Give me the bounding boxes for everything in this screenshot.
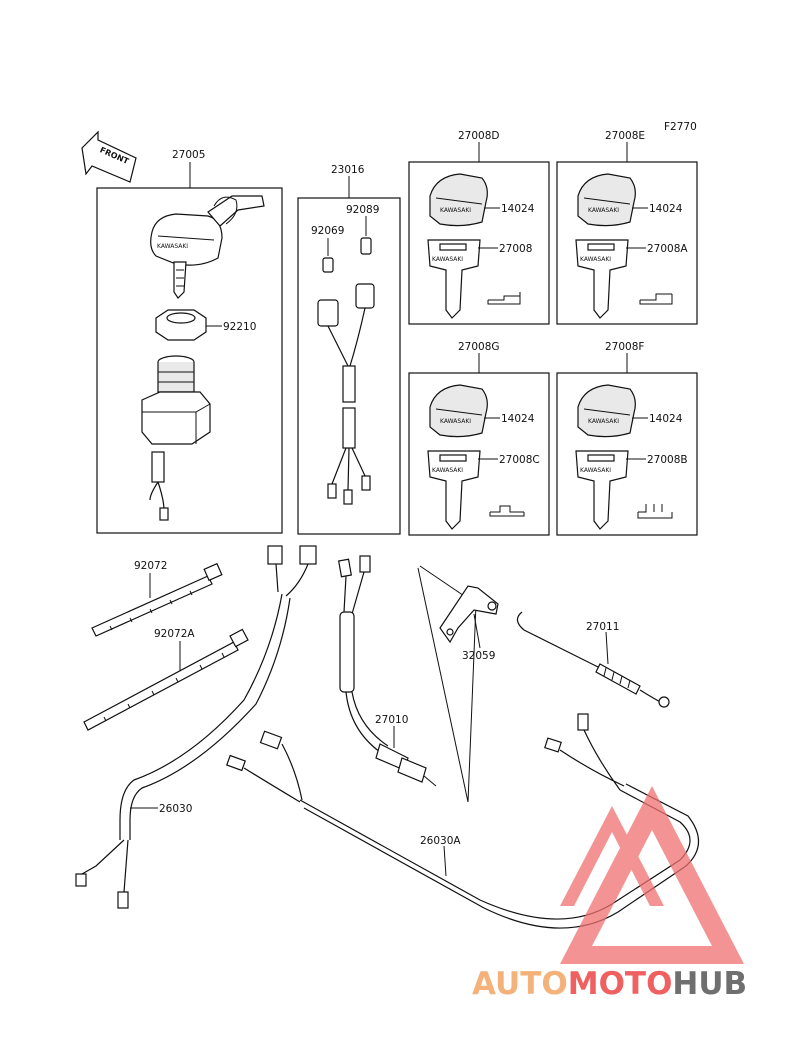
label-band-long: 92072A xyxy=(154,628,195,640)
key-cut-profile xyxy=(637,504,673,519)
label-knob-f: 14024 xyxy=(649,413,683,425)
label-nut: 92210 xyxy=(223,321,256,333)
bracket-icon xyxy=(439,585,499,644)
svg-text:KAWASAKI: KAWASAKI xyxy=(588,207,619,214)
label-key-set-e: 27008E xyxy=(605,130,645,142)
terminal-icon xyxy=(322,237,372,273)
hex-nut-icon xyxy=(155,309,207,341)
key-blank-icon: KAWASAKI xyxy=(575,239,629,319)
label-harness-sub: 26030A xyxy=(420,835,461,847)
svg-text:KAWASAKI: KAWASAKI xyxy=(432,256,463,263)
cable-tie-icon xyxy=(91,562,223,637)
key-cut-profile xyxy=(489,505,525,517)
label-stop-switch: 27010 xyxy=(375,714,408,726)
svg-text:KAWASAKI: KAWASAKI xyxy=(588,418,619,425)
key-knob-icon: KAWASAKI xyxy=(577,384,636,438)
label-key-set-f: 27008F xyxy=(605,341,644,353)
label-key-blank-d: 27008 xyxy=(499,243,532,255)
key-cut-profile xyxy=(639,293,673,305)
label-harness: 26030 xyxy=(159,803,192,815)
label-band: 92072 xyxy=(134,560,167,572)
key-knob-icon: KAWASAKI xyxy=(429,173,488,227)
diagram-code: F2770 xyxy=(664,121,697,133)
label-key-set-d: 27008D xyxy=(458,130,500,142)
stop-switch-lead-icon xyxy=(337,555,437,787)
key-brand-text: KAWASAKI xyxy=(157,243,188,250)
switch-body-icon xyxy=(141,355,211,521)
key-blank-icon: KAWASAKI xyxy=(427,450,481,530)
ignition-key-icon: KAWASAKI xyxy=(150,195,265,299)
sub-harness-icon xyxy=(226,713,700,929)
label-terminal-a: 92069 xyxy=(311,225,344,237)
cable-tie-icon xyxy=(83,628,249,731)
watermark-logo-icon xyxy=(560,786,744,964)
key-knob-icon: KAWASAKI xyxy=(429,384,488,438)
svg-text:KAWASAKI: KAWASAKI xyxy=(440,418,471,425)
label-knob-g: 14024 xyxy=(501,413,535,425)
label-knob-e: 14024 xyxy=(649,203,683,215)
watermark-text: AUTOMOTOHUB xyxy=(472,966,747,1002)
label-lead-assembly: 23016 xyxy=(331,164,365,176)
label-key-set-g: 27008G xyxy=(458,341,500,353)
key-knob-icon: KAWASAKI xyxy=(577,173,636,227)
lead-wire-icon xyxy=(317,283,375,505)
front-arrow-icon: FRONT xyxy=(81,130,137,183)
svg-text:KAWASAKI: KAWASAKI xyxy=(580,256,611,263)
label-terminal-b: 92089 xyxy=(346,204,379,216)
key-blank-icon: KAWASAKI xyxy=(575,450,629,530)
svg-text:KAWASAKI: KAWASAKI xyxy=(580,467,611,474)
label-tether: 27011 xyxy=(586,621,619,633)
key-blank-icon: KAWASAKI xyxy=(427,239,481,319)
label-ignition-switch: 27005 xyxy=(172,149,205,161)
key-cut-profile xyxy=(487,292,521,305)
svg-text:KAWASAKI: KAWASAKI xyxy=(440,207,471,214)
label-key-blank-f: 27008B xyxy=(647,454,688,466)
label-bracket: 32059 xyxy=(462,650,495,662)
wire-harness-icon xyxy=(75,545,317,909)
label-knob-d: 14024 xyxy=(501,203,535,215)
label-key-blank-e: 27008A xyxy=(647,243,688,255)
label-key-blank-g: 27008C xyxy=(499,454,540,466)
svg-text:KAWASAKI: KAWASAKI xyxy=(432,467,463,474)
tether-cord-icon xyxy=(516,611,670,708)
